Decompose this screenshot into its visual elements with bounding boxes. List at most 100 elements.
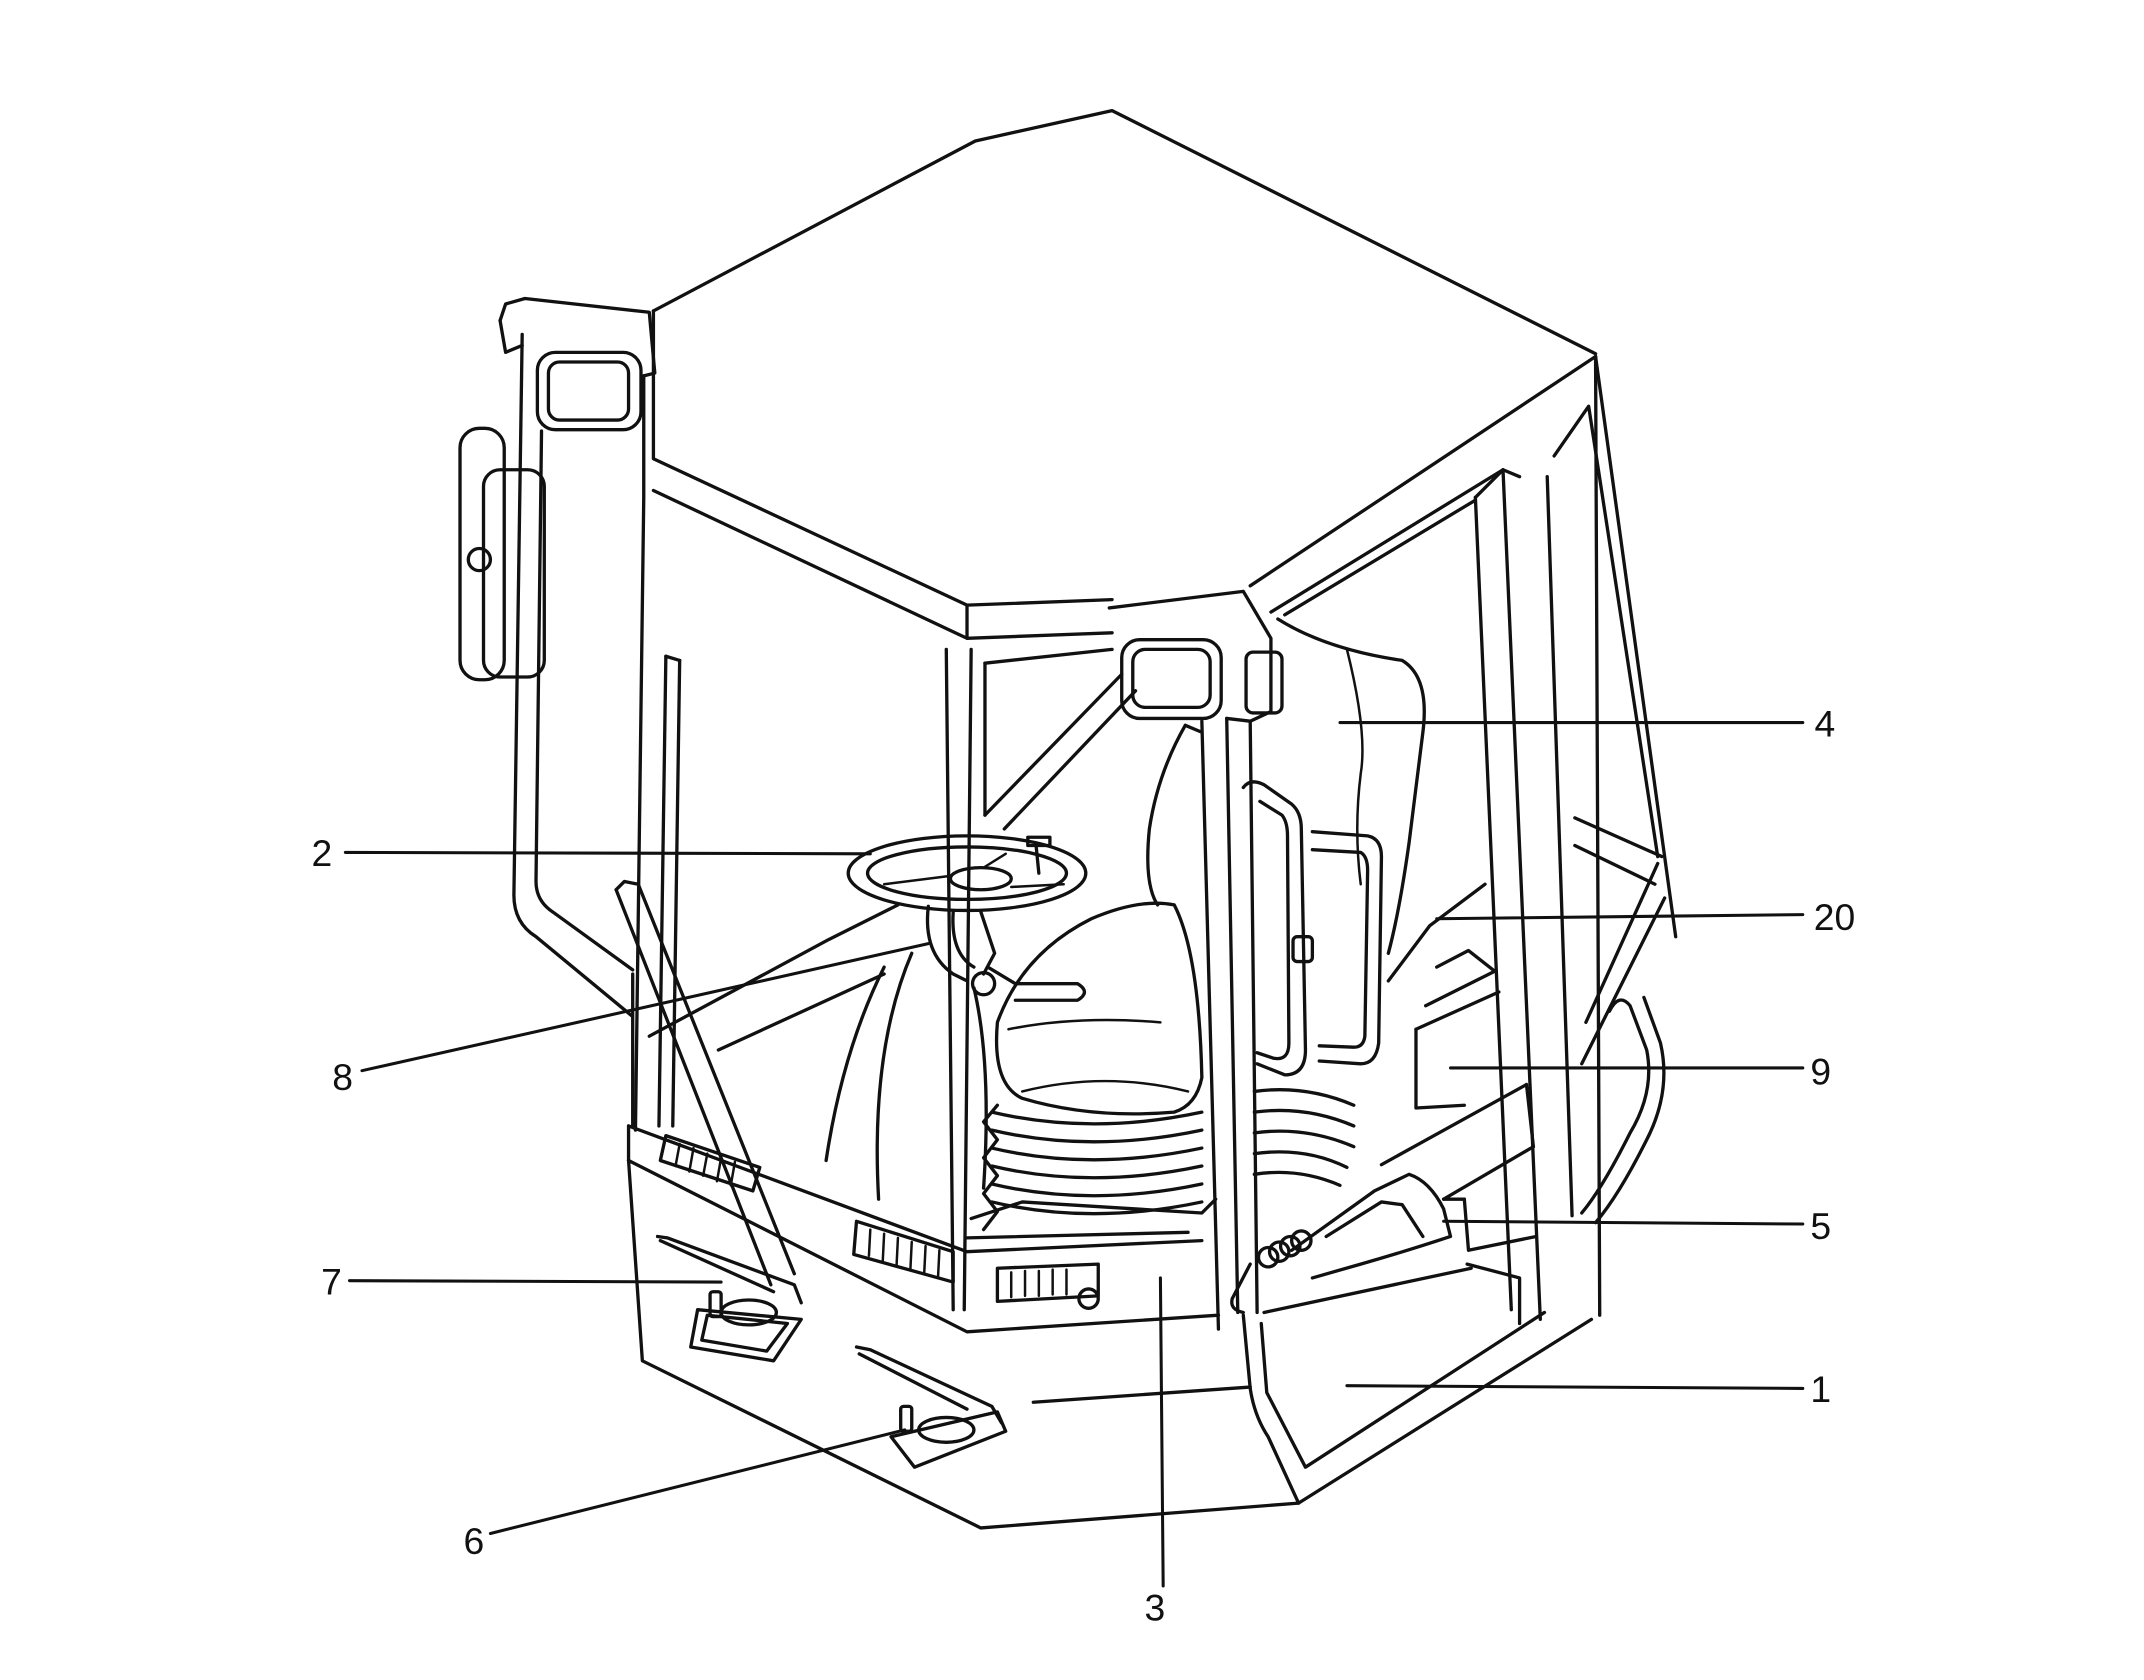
control-lever-pivot xyxy=(970,970,997,997)
left-work-light xyxy=(535,350,643,432)
callout-8: 8 xyxy=(332,942,930,1098)
compartment-edge xyxy=(1423,969,1497,1008)
right-front-post xyxy=(1107,589,1284,1331)
rear-pillar xyxy=(944,647,955,1312)
control-lever-housing xyxy=(1289,1172,1453,1280)
front-body-outline xyxy=(626,1158,1301,1530)
steering-knob xyxy=(1026,835,1052,875)
cab-roof xyxy=(651,108,1598,640)
pedal-pin xyxy=(708,1290,723,1319)
seat-cushion-seam xyxy=(1007,1018,1162,1031)
callout-label: 9 xyxy=(1810,1051,1831,1093)
front-console xyxy=(875,951,914,1201)
right-door xyxy=(1241,780,1594,1505)
callout-3: 3 xyxy=(1145,1276,1165,1629)
leader-line xyxy=(347,1279,723,1284)
callout-5: 5 xyxy=(1442,1205,1831,1247)
callout-label: 2 xyxy=(312,832,333,874)
right-work-light xyxy=(1120,638,1223,721)
seat-backrest xyxy=(1146,723,1187,907)
lever-handle xyxy=(1230,1262,1252,1315)
right-mirror xyxy=(1310,830,1384,1066)
console-beam xyxy=(1441,1145,1536,1201)
floor-step xyxy=(1262,1266,1473,1315)
center-air-vent-slats xyxy=(867,1228,941,1280)
console-side xyxy=(1462,1197,1538,1252)
rear-window-frame xyxy=(983,647,1114,665)
pedal-arm xyxy=(857,1352,969,1411)
pedal-arm xyxy=(655,1234,803,1305)
seat-bellows xyxy=(990,1200,1204,1216)
callout-7: 7 xyxy=(321,1260,723,1302)
front-wipers xyxy=(614,654,796,1287)
control-lever xyxy=(986,965,1087,1002)
dashboard-bottom-edge xyxy=(626,1158,1221,1334)
wiper-arm xyxy=(614,888,773,1287)
left-pedal xyxy=(655,1234,803,1363)
pedal-arm xyxy=(658,1238,776,1294)
steering-wheel-spokes xyxy=(882,852,1065,889)
callout-label: 6 xyxy=(463,1520,484,1562)
callout-20: 20 xyxy=(1435,896,1855,938)
left-work-light-lens xyxy=(546,360,631,422)
lever-spring-coil xyxy=(1289,1229,1313,1252)
front-dashboard xyxy=(626,1124,1301,1530)
pedal-arm xyxy=(854,1345,1004,1425)
side-rail xyxy=(1584,861,1660,1025)
center-air-vent xyxy=(852,1219,955,1284)
seat-bellows-side xyxy=(981,1103,1000,1232)
roof-top-outline xyxy=(651,108,1598,356)
seat-bellows-right xyxy=(1252,1088,1356,1107)
leader-line xyxy=(488,1428,907,1536)
beacon-box xyxy=(1244,650,1284,715)
left-window-frame xyxy=(633,374,646,1132)
seat-back-cover xyxy=(1276,617,1487,983)
seat-base-plate xyxy=(965,1230,1190,1240)
seat-bellows xyxy=(990,1110,1204,1126)
side-handrail xyxy=(1593,995,1666,1225)
seat-bellows xyxy=(990,1146,1204,1162)
compartment-edge xyxy=(1414,1027,1466,1110)
cab-right-side xyxy=(1283,354,1678,1322)
steering-column xyxy=(925,904,969,983)
callout-label: 8 xyxy=(332,1056,353,1098)
operator-seat xyxy=(965,723,1356,1240)
door-grip xyxy=(1255,799,1291,1061)
leader-line xyxy=(360,942,930,1073)
side-handrail xyxy=(1580,998,1651,1215)
seat-bellows xyxy=(990,1182,1204,1198)
lever-spring-coil xyxy=(1278,1234,1302,1258)
vent-adjust-knob xyxy=(1077,1287,1100,1310)
wiper-blade xyxy=(671,658,682,1128)
cab-interior xyxy=(647,647,1138,1312)
lever-spring-coil xyxy=(1256,1245,1280,1269)
wiper-arm xyxy=(636,882,796,1276)
left-mirror xyxy=(458,426,546,682)
wiper-arm-tip xyxy=(614,879,640,892)
steering-column xyxy=(951,910,976,969)
side-window-frame xyxy=(1545,475,1574,1218)
seat-cushion xyxy=(994,901,1204,1116)
side-window-bar xyxy=(1573,816,1664,859)
right-post-edge xyxy=(1200,719,1221,1331)
door-front-frame xyxy=(1248,719,1259,1315)
pedal-pin xyxy=(899,1404,914,1433)
left-front-post xyxy=(498,296,657,1132)
roof-front-edge xyxy=(651,309,1114,607)
seat-bellows-right xyxy=(1252,1170,1342,1188)
right-pedal xyxy=(854,1345,1008,1469)
pedal-plate-inner xyxy=(700,1313,790,1353)
floor-line xyxy=(716,972,886,1052)
control-lever-housing xyxy=(1324,1200,1425,1239)
pedal-plate xyxy=(889,1410,1008,1469)
left-mirror-bracket xyxy=(458,426,506,682)
left-post-cap xyxy=(498,296,657,378)
steering-column-linkage xyxy=(979,910,997,976)
rear-window-brace xyxy=(983,672,1124,817)
callout-9: 9 xyxy=(1448,1051,1831,1093)
callout-label: 20 xyxy=(1814,896,1855,938)
compartment-edge xyxy=(1414,990,1501,1031)
leader-line xyxy=(1158,1276,1165,1588)
lever-spring-coil xyxy=(1267,1240,1291,1263)
seat-bellows xyxy=(990,1128,1204,1144)
